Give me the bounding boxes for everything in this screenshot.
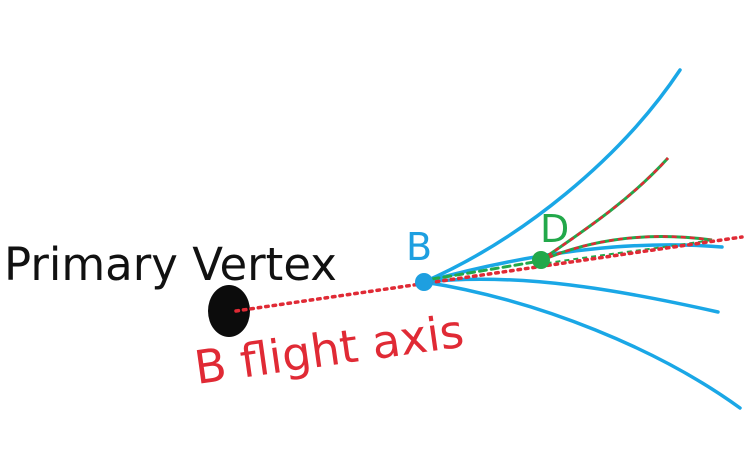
track-upper-long — [422, 68, 682, 284]
d-vertex-marker — [532, 251, 550, 269]
track-lower-middle — [422, 277, 720, 314]
b-vertex-marker — [415, 273, 433, 291]
track-lower-long — [422, 280, 742, 410]
b-vertex-label: B — [406, 225, 432, 269]
primary-vertex-marker — [208, 285, 250, 337]
primary-vertex-label: Primary Vertex — [4, 238, 337, 291]
d-track-lower-overlay — [539, 235, 713, 263]
d-track-upper-overlay — [539, 157, 669, 263]
d-vertex-label: D — [540, 207, 569, 251]
d-track-return — [547, 239, 713, 264]
b-flight-axis-line — [234, 235, 744, 313]
d-flight-segment — [430, 259, 542, 281]
